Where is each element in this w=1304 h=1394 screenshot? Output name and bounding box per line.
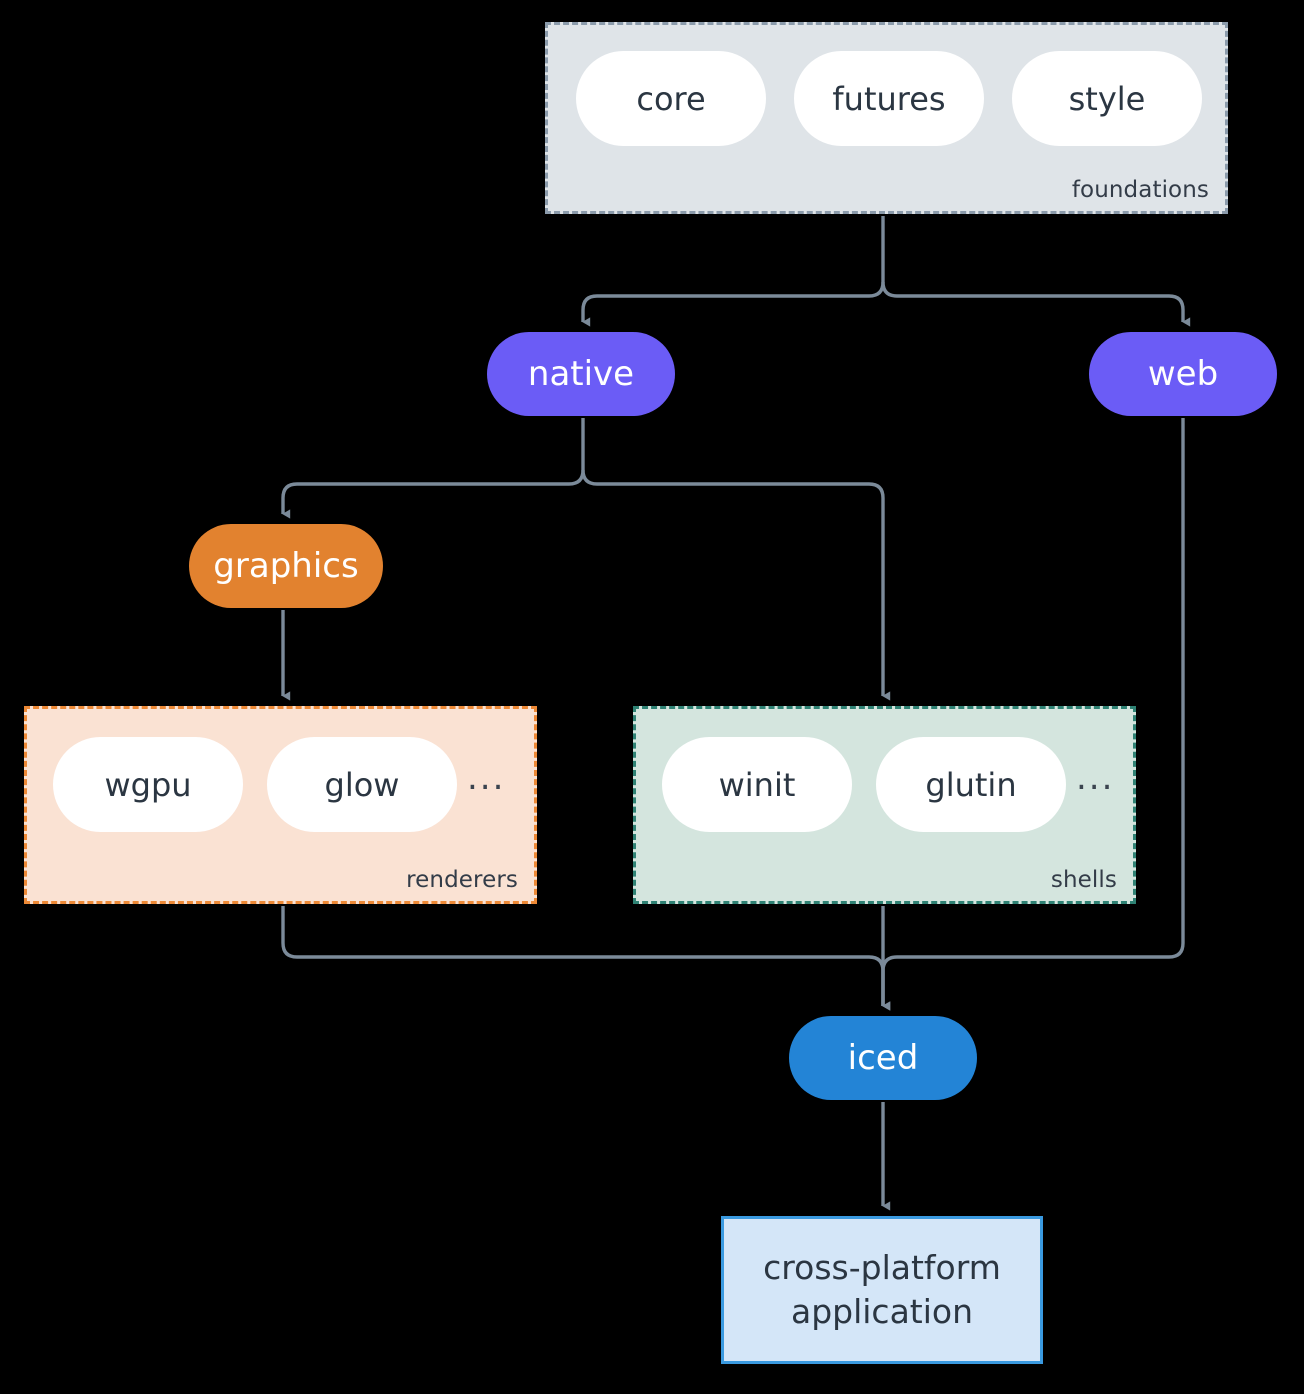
group-shells-label: shells	[1050, 867, 1117, 893]
node-futures-label: futures	[832, 79, 946, 118]
node-futures[interactable]: futures	[794, 51, 984, 146]
group-renderers: wgpu glow ... renderers	[24, 706, 537, 904]
node-core-label: core	[636, 79, 706, 118]
node-iced-label: iced	[847, 1038, 919, 1078]
renderers-pill-row: wgpu glow ...	[53, 737, 515, 832]
node-cross-platform-application[interactable]: cross-platform application	[721, 1216, 1043, 1364]
node-glow[interactable]: glow	[267, 737, 457, 832]
node-winit-label: winit	[718, 765, 796, 804]
node-graphics[interactable]: graphics	[189, 524, 383, 608]
node-style-label: style	[1068, 79, 1146, 118]
node-iced[interactable]: iced	[789, 1016, 977, 1100]
node-web[interactable]: web	[1089, 332, 1277, 416]
edge-foundations-native	[581, 216, 885, 327]
edge-native-shells	[581, 469, 891, 701]
node-native[interactable]: native	[487, 332, 675, 416]
node-web-label: web	[1147, 354, 1219, 394]
shells-pill-row: winit glutin ...	[662, 737, 1124, 832]
renderers-more-ellipsis: ...	[467, 757, 506, 798]
edge-renderers-iced	[281, 906, 891, 1011]
node-wgpu-label: wgpu	[104, 765, 192, 804]
edge-native-graphics	[281, 418, 585, 519]
node-style[interactable]: style	[1012, 51, 1202, 146]
node-wgpu[interactable]: wgpu	[53, 737, 243, 832]
edge-foundations-web	[881, 281, 1191, 327]
group-foundations-label: foundations	[1071, 177, 1209, 203]
node-graphics-label: graphics	[213, 546, 359, 586]
group-renderers-label: renderers	[406, 867, 518, 893]
application-line-1: cross-platform	[763, 1248, 1001, 1288]
group-foundations: core futures style foundations	[545, 22, 1228, 214]
node-glutin[interactable]: glutin	[876, 737, 1066, 832]
group-shells: winit glutin ... shells	[633, 706, 1136, 904]
foundations-pill-row: core futures style	[576, 51, 1202, 146]
node-glow-label: glow	[324, 765, 400, 804]
shells-more-ellipsis: ...	[1076, 757, 1115, 798]
node-native-label: native	[527, 354, 635, 394]
node-winit[interactable]: winit	[662, 737, 852, 832]
application-line-2: application	[790, 1292, 974, 1331]
node-glutin-label: glutin	[925, 765, 1017, 804]
node-core[interactable]: core	[576, 51, 766, 146]
